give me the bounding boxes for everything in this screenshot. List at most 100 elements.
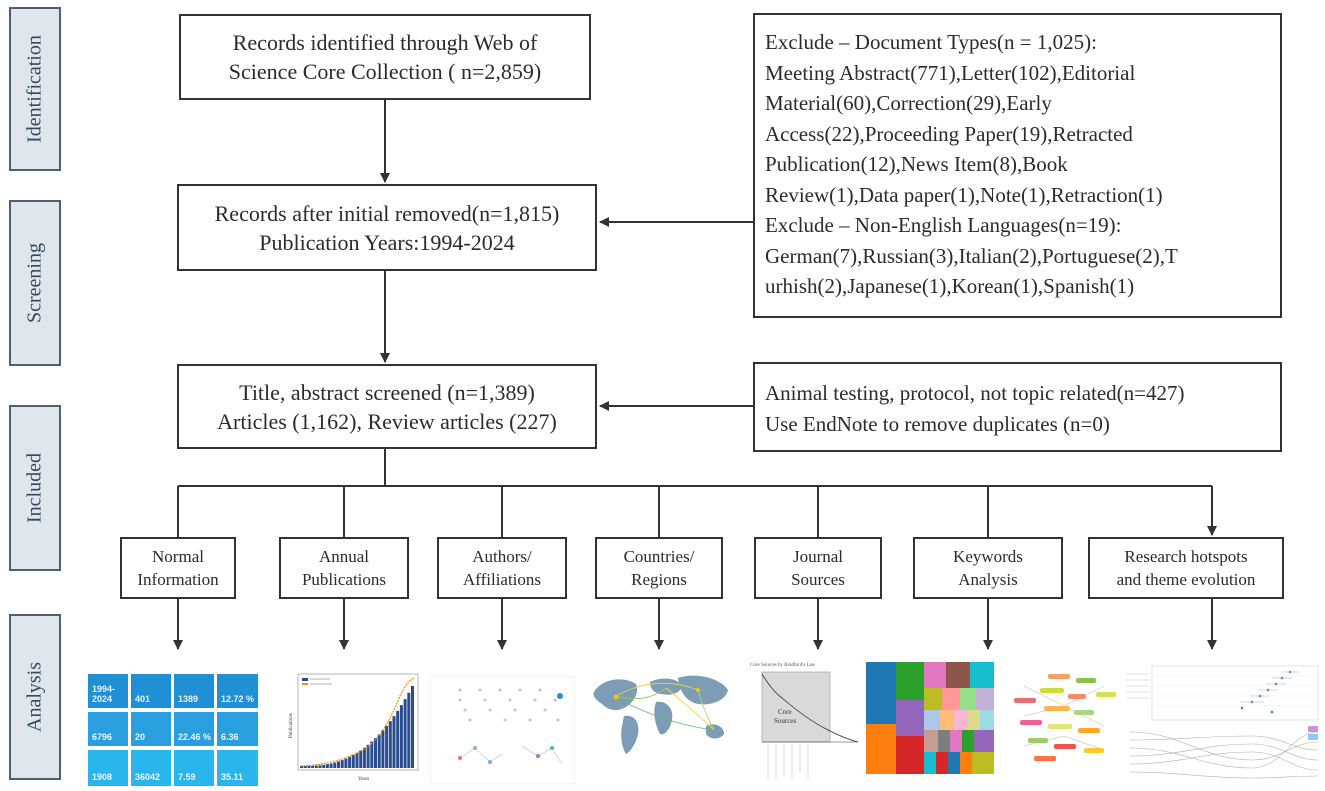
annual-bar [359,750,363,768]
annual-bar [377,734,381,768]
research-hotspots-thumbnail [1122,660,1322,782]
summary-tile: 12.72 % [217,674,258,708]
annual-bar [396,710,400,768]
category-authors-affiliations: Authors/ Affiliations [437,537,567,599]
stage-identification: Identification [9,7,61,171]
annual-bar [300,766,303,768]
stage-screening: Screening [9,200,61,366]
keyword-cluster-thumbnail [1014,674,1116,761]
tile-value: 36042 [135,772,161,782]
annual-bar [322,764,326,768]
category-line: Publications [301,570,387,589]
tile-value: 12.72 % [221,694,255,704]
summary-tile: 35.11 [217,750,258,786]
tile-value: 1908 [92,772,113,782]
stage-included: Included [9,405,61,571]
box-line: Science Core Collection ( n=2,859) [228,59,542,84]
annual-bar [314,765,318,768]
tile-value: 1994-2024 [92,684,116,704]
exclusion-line: Use EndNote to remove duplicates (n=0) [765,411,1110,436]
annual-bar [399,705,403,768]
annual-bar [407,692,411,768]
summary-tile: 36042 [131,750,171,786]
category-line: and theme evolution [1116,570,1256,589]
annual-bar [370,741,374,768]
annual-bar [362,747,366,768]
tile-value: 6796 [92,732,113,742]
category-line: Keywords [953,547,1023,566]
stage-label: Included [23,453,46,523]
tile-value: 7.59 [178,772,196,782]
annual-bar [403,699,407,768]
box-line: Articles (1,162), Review articles (227) [217,408,557,434]
exclusion-line: urhish(2),Japanese(1),Korean(1),Spanish(… [765,274,1135,298]
authors-affiliations-thumbnail [430,676,575,784]
annual-bar [311,765,315,768]
box-line: Publication Years:1994-2024 [259,229,515,255]
category-line: Research hotspots [1124,547,1248,566]
title-abstract-screened-box: Title, abstract screened (n=1,389) Artic… [177,364,597,449]
annual-bar [329,763,333,768]
annual-bar [333,762,337,768]
annual-publications-thumbnail: Years Publications [289,673,419,782]
summary-tiles-thumbnail: 1994-2024 401 1389 12.72 % 6796 20 22.46… [88,674,258,786]
annual-bar [337,761,340,768]
summary-tile: 20 [131,712,171,746]
journal-chart-title: Core Sources by Bradford's Law [750,663,816,668]
exclusion-line: Review(1),Data paper(1),Note(1),Retracti… [765,182,1163,207]
category-line: Journal [792,547,844,566]
exclusion-line: German(7),Russian(3),Italian(2),Portugue… [765,243,1178,268]
summary-tile: 401 [131,674,171,708]
exclusion-line: Material(60),Correction(29),Early [765,91,1052,115]
category-line: Annual [318,547,370,566]
world-map-thumbnail [593,675,728,754]
tile-value: 1389 [178,694,199,704]
annual-xlabel: Years [358,777,369,782]
annual-ylabel: Publications [289,713,294,738]
stage-analysis: Analysis [9,614,61,780]
category-line: Authors/ [472,547,532,566]
tile-value: 6.36 [221,732,239,742]
annual-bar [318,765,322,768]
annual-bar [344,758,348,768]
box-line: Records after initial removed(n=1,815) [214,200,560,226]
summary-tile: 1994-2024 [88,674,128,708]
annual-bar [348,756,352,768]
category-keywords-analysis: Keywords Analysis [913,537,1063,599]
category-line: Regions [631,570,687,589]
stage-label: Analysis [23,662,46,732]
annual-bar [307,765,311,768]
annual-bar [411,686,414,768]
category-line: Normal [152,547,204,566]
category-line: Analysis [958,570,1018,589]
tile-value: 401 [135,694,151,704]
box-line: Title, abstract screened (n=1,389) [239,379,535,405]
category-line: Sources [791,570,845,589]
annual-bar [366,744,370,768]
journal-chart-label: Core [778,708,792,716]
exclusion-line: Exclude – Non-English Languages(n=19): [765,213,1122,237]
annual-bar [381,730,385,768]
stage-label: Identification [23,35,46,143]
exclusion-line: Meeting Abstract(771),Letter(102),Editor… [765,60,1136,85]
annual-bar [392,716,396,768]
summary-tile: 1389 [174,674,214,708]
annual-bar [303,765,307,768]
exclusion-line: Access(22),Proceeding Paper(19),Retracte… [765,121,1133,146]
summary-tile: 6796 [88,712,128,746]
exclusion-line: Exclude – Document Types(n = 1,025): [765,30,1097,54]
summary-tile: 22.46 % [174,712,214,746]
annual-bar [385,725,389,768]
category-line: Affiliations [462,570,542,589]
annual-bar [374,738,377,768]
journal-chart-label: Sources [774,717,796,725]
annual-bar [388,721,392,768]
keywords-treemap-thumbnail [866,662,994,774]
box-line: Records identified through Web of [232,30,538,55]
exclusion-screening-box: Animal testing, protocol, not topic rela… [753,362,1282,452]
category-normal-information: Normal Information [120,537,236,599]
category-research-hotspots: Research hotspots and theme evolution [1088,537,1284,599]
annual-bar [340,760,344,768]
